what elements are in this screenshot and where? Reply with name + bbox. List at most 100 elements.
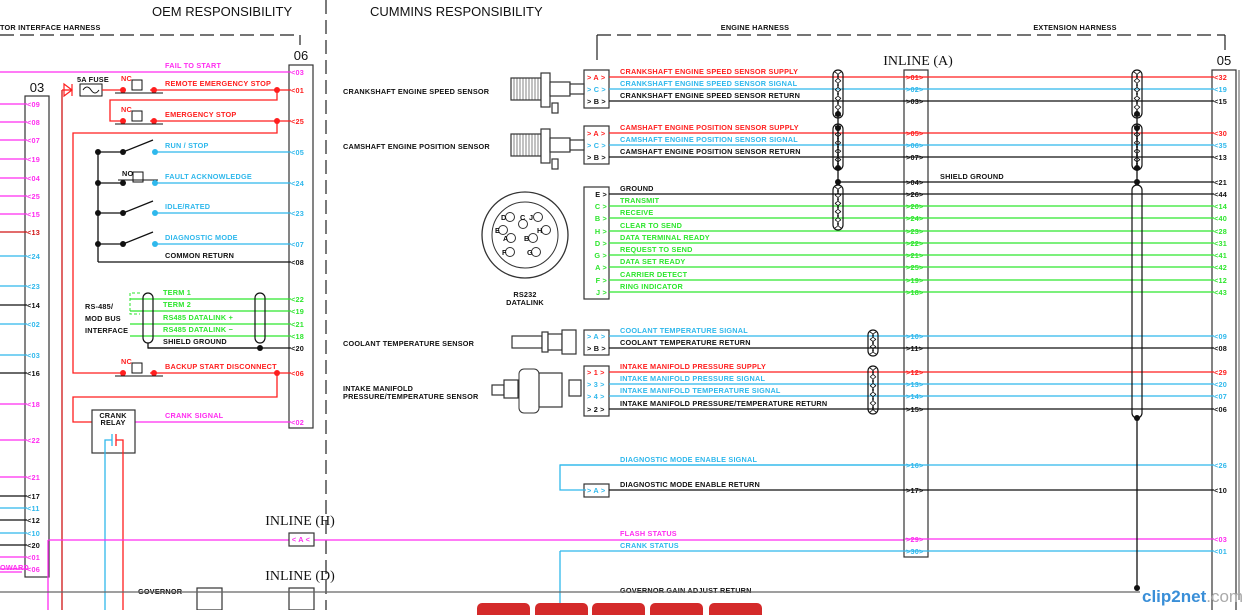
connector-03-pin: <03 xyxy=(27,351,40,360)
fuse-icon xyxy=(82,86,100,94)
sensor-connector-pin: > B > xyxy=(587,344,606,353)
connector-06-pin: <08 xyxy=(291,258,304,267)
crankshaft-sensor-icon xyxy=(569,83,585,95)
connector-05-pin: <01 xyxy=(1214,547,1227,556)
junction-dot xyxy=(274,118,280,124)
inline-d-title: INLINE (D) xyxy=(265,569,335,584)
inline-a-pin: >18> xyxy=(906,288,923,297)
rs232-pin xyxy=(528,233,538,243)
connector-06 xyxy=(288,64,314,429)
crank-sensor-connector xyxy=(583,69,610,109)
sensor-connector-pin: > 4 > xyxy=(587,392,605,401)
camshaft-sensor-icon xyxy=(551,158,559,170)
inline-a-pin: >21> xyxy=(906,251,923,260)
switch-lever-icon xyxy=(122,200,154,214)
connector-06-pin: <20 xyxy=(291,344,304,353)
inline-a-pin: >23> xyxy=(906,227,923,236)
switch-contact xyxy=(152,241,158,247)
engine-wire-label: INTAKE MANIFOLD PRESSURE SUPPLY xyxy=(620,362,766,371)
connector-05-pin: <12 xyxy=(1214,276,1227,285)
wire xyxy=(147,343,260,349)
switch-type-label: NC xyxy=(121,74,132,83)
connector-06-pin: <02 xyxy=(291,418,304,427)
connector-06-pin: <18 xyxy=(291,332,304,341)
camshaft-sensor-icon xyxy=(569,139,585,151)
rs232-pin-label: E xyxy=(495,226,500,235)
sensor-connector-pin: > 2 > xyxy=(587,405,605,414)
oem-circuit-label: DIAGNOSTIC MODE xyxy=(165,233,238,242)
coolant-sensor-icon xyxy=(561,329,577,355)
coolant-sensor-icon xyxy=(511,335,543,349)
sensor-connector-pin: C > xyxy=(595,202,607,211)
rs485-label: INTERFACE xyxy=(85,326,128,335)
inline-a-pin: >14> xyxy=(906,392,923,401)
connector-06-pin: <07 xyxy=(291,240,304,249)
switch-contact xyxy=(152,210,158,216)
inline-a-pin: >19> xyxy=(906,276,923,285)
inline-a-pin: >02> xyxy=(906,85,923,94)
connector-06-pin: <22 xyxy=(291,295,304,304)
oem-circuit-label: FAIL TO START xyxy=(165,61,221,70)
sensor-connector-pin: > A > xyxy=(587,129,605,138)
intake-sensor-icon xyxy=(491,384,505,396)
relay-contact-icon xyxy=(104,434,113,610)
engine-wire-label: GROUND xyxy=(620,184,654,193)
oem-circuit-label: BACKUP START DISCONNECT xyxy=(165,362,277,371)
sensor-connector-pin: J > xyxy=(596,288,607,297)
sensor-connector-pin: > A > xyxy=(587,73,605,82)
toolbar-button-3[interactable] xyxy=(592,603,645,615)
toolbar-button-5[interactable] xyxy=(709,603,762,615)
connector-05-pin: <43 xyxy=(1214,288,1227,297)
relay-contact-icon xyxy=(115,434,124,610)
toolbar-button-2[interactable] xyxy=(535,603,588,615)
switch-contact xyxy=(151,118,157,124)
connector-03-pin: <16 xyxy=(27,369,40,378)
engine-harness-label: ENGINE HARNESS xyxy=(721,23,789,32)
rs485-label: RS-485/ xyxy=(85,302,113,311)
intake-sensor-icon xyxy=(503,379,519,399)
connector-05-title: 05 xyxy=(1217,53,1231,68)
shield-oval xyxy=(254,292,266,344)
switch-type-label: NC xyxy=(121,105,132,114)
connector-06-pin: <19 xyxy=(291,307,304,316)
connector-06-pin: <24 xyxy=(291,179,305,188)
intake-sensor-label: PRESSURE/TEMPERATURE SENSOR xyxy=(343,392,479,401)
connector-05-pin: <26 xyxy=(1214,461,1227,470)
coolant-sensor-icon xyxy=(547,333,563,351)
intake-sensor-icon xyxy=(538,372,563,408)
engine-wire-label: CAMSHAFT ENGINE POSITION SENSOR SUPPLY xyxy=(620,123,799,132)
connector-06-pin: <05 xyxy=(291,148,304,157)
engine-wire-label: DIAGNOSTIC MODE ENABLE RETURN xyxy=(620,480,760,489)
toolbar-button-4[interactable] xyxy=(650,603,703,615)
connector-05-pin: <03 xyxy=(1214,535,1227,544)
inline-d-connector xyxy=(288,587,315,610)
engine-wire-label: CRANKSHAFT ENGINE SPEED SENSOR RETURN xyxy=(620,91,800,100)
rs232-pin-label: C xyxy=(520,213,526,222)
connector-03-pin: <20 xyxy=(27,541,40,550)
twisted-pair-icon xyxy=(834,186,842,229)
inline-a-pin: >12> xyxy=(906,368,923,377)
rs232-pin-label: A xyxy=(503,234,509,243)
connector-03-pin: <22 xyxy=(27,436,40,445)
connector-03 xyxy=(24,95,50,578)
connector-05-pin: <08 xyxy=(1214,344,1227,353)
rs232-connector-icon xyxy=(481,191,569,279)
switch-contact xyxy=(152,149,158,155)
connector-03-pin: <10 xyxy=(27,529,40,538)
switch-lever-icon xyxy=(122,231,154,245)
inline-a-pin: >04> xyxy=(906,178,923,187)
sensor-connector-pin: > B > xyxy=(587,97,606,106)
connector-03-pin: <11 xyxy=(27,504,40,513)
crank-sensor-label: CRANKSHAFT ENGINE SPEED SENSOR xyxy=(343,87,490,96)
rs485-label: MOD BUS xyxy=(85,314,121,323)
crank-relay xyxy=(91,409,136,454)
twisted-pair-icon xyxy=(1133,71,1141,117)
connector-05-pin: <31 xyxy=(1214,239,1227,248)
connector-05-pin: <44 xyxy=(1214,190,1228,199)
rs232-pin-label: G xyxy=(527,248,533,257)
engine-wire-label: COOLANT TEMPERATURE SIGNAL xyxy=(620,326,748,335)
cummins-responsibility-heading: CUMMINS RESPONSIBILITY xyxy=(370,4,543,19)
engine-wire-label: COOLANT TEMPERATURE RETURN xyxy=(620,338,751,347)
twisted-pair-icon xyxy=(869,331,877,355)
toolbar-button-1[interactable] xyxy=(477,603,530,615)
